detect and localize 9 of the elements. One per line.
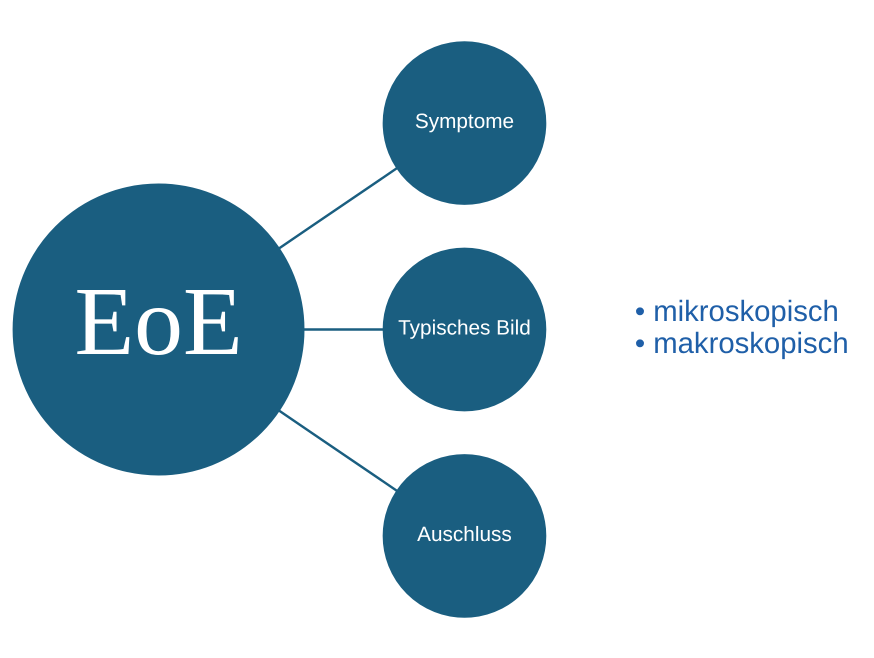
node-circle: Auschluss (382, 454, 546, 618)
node-circle: Symptome (382, 40, 546, 204)
node-label: • mikroskopisch (634, 294, 839, 328)
node-circle: EoE (12, 183, 304, 475)
node-label: • makroskopisch (634, 326, 849, 360)
node-circle: Typisches Bild (382, 247, 546, 411)
connector (278, 409, 398, 492)
connector (304, 328, 384, 330)
connector (278, 166, 398, 249)
